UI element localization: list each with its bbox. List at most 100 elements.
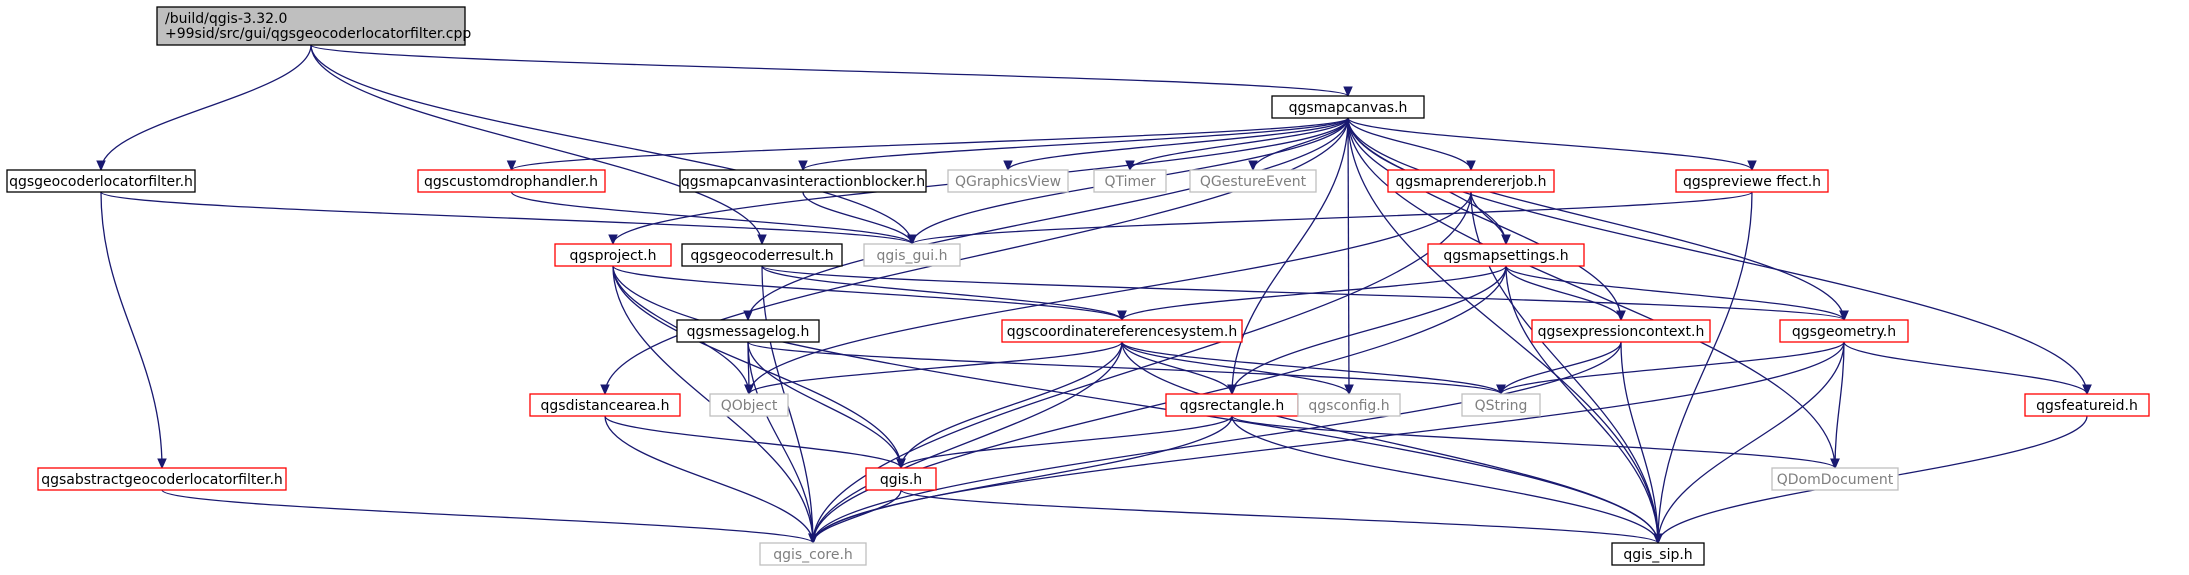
- edge-previeweffect-to-qgis_gui: [907, 191, 1753, 246]
- edge-line: [1347, 117, 1350, 395]
- node-qgsrectangle[interactable]: qgsrectangle.h: [1165, 393, 1299, 417]
- node-label: QTimer: [1104, 174, 1155, 190]
- node-label: qgis_core.h: [773, 547, 853, 563]
- edge-line: [1347, 117, 1845, 321]
- edge-root-to-geocoderresult: [310, 44, 767, 246]
- edge-mapcanvas-to-qgraphicsview: [1003, 117, 1349, 172]
- edge-arrowhead: [744, 384, 754, 396]
- node-qgestureevent[interactable]: QGestureEvent: [1189, 169, 1317, 193]
- node-qobject[interactable]: QObject: [709, 393, 789, 417]
- edge-mapcanvas-to-qgsconfig: [1344, 117, 1354, 396]
- node-label: qgsmessagelog.h: [687, 324, 810, 340]
- node-qgsexpressioncontext[interactable]: qgsexpressioncontext.h: [1531, 319, 1711, 343]
- edge-line: [1347, 117, 1659, 544]
- edge-line: [310, 44, 763, 245]
- node-qdomdocument[interactable]: QDomDocument: [1771, 467, 1899, 491]
- edge-crs-to-qgsconfig: [1121, 341, 1354, 396]
- edge-line: [900, 341, 1123, 469]
- node-qgis-h[interactable]: qgis.h: [865, 467, 937, 491]
- edge-abstractgeo-to-qgis_core: [161, 489, 818, 545]
- edge-line: [510, 117, 1349, 171]
- node-qgsmapcanvas[interactable]: qgsmapcanvas.h: [1271, 95, 1425, 119]
- edge-arrowhead: [1466, 160, 1476, 172]
- edge-arrowhead: [896, 458, 906, 470]
- edge-line: [510, 191, 913, 245]
- node-qgis-core[interactable]: qgis_core.h: [759, 542, 867, 566]
- node-qgsmessagelog[interactable]: qgsmessagelog.h: [676, 319, 820, 343]
- node-qgsgeometry[interactable]: qgsgeometry.h: [1779, 319, 1909, 343]
- edge-arrowhead: [1653, 533, 1663, 545]
- node-root-file[interactable]: /build/qgis-3.32.0 +99sid/src/gui/qgsgeo…: [156, 6, 471, 46]
- graph-nodes: /build/qgis-3.32.0 +99sid/src/gui/qgsgeo…: [6, 6, 2150, 566]
- dependency-edges: [96, 44, 2092, 545]
- edge-maprendererjob-to-mapsettings: [1470, 191, 1511, 246]
- edge-line: [1231, 415, 1659, 544]
- edge-line: [310, 44, 913, 245]
- node-label: QDomDocument: [1777, 472, 1894, 488]
- edge-mapsettings-to-qgis_core: [808, 265, 1507, 545]
- edge-line: [1007, 117, 1349, 171]
- edge-line: [1129, 117, 1349, 171]
- node-label-line: +99sid/src/gui/qgsgeocoderlocatorfilter.…: [165, 26, 471, 42]
- node-qgscustomdrophandler[interactable]: qgscustomdrophandler.h: [417, 169, 606, 193]
- edge-line: [1657, 191, 1753, 544]
- edge-line: [1620, 341, 1659, 544]
- edge-arrowhead: [96, 160, 106, 172]
- edge-line: [161, 489, 814, 544]
- edge-arrowhead: [506, 160, 517, 172]
- edge-line: [761, 265, 1123, 321]
- edge-line: [802, 191, 913, 245]
- node-qgsfeatureid[interactable]: qgsfeatureid.h: [2024, 393, 2150, 417]
- edge-line: [911, 191, 1753, 245]
- edge-line: [748, 191, 1472, 395]
- node-qgis-sip[interactable]: qgis_sip.h: [1611, 542, 1705, 566]
- node-qgscoordinatereferencesystem[interactable]: qgscoordinatereferencesystem.h: [1001, 319, 1243, 343]
- edge-line: [1121, 341, 1233, 395]
- node-label: qgsabstractgeocoderlocatorfilter.h: [41, 472, 283, 488]
- node-qgsabstractgeocoderlocatorfilter[interactable]: qgsabstractgeocoderlocatorfilter.h: [37, 467, 287, 491]
- node-qgraphicsview[interactable]: QGraphicsView: [947, 169, 1069, 193]
- edge-arrowhead: [808, 533, 818, 545]
- edge-arrowhead: [1616, 310, 1626, 322]
- edge-line: [747, 341, 1502, 395]
- edge-line: [1231, 117, 1349, 395]
- edge-line: [900, 415, 1233, 469]
- node-label: qgsgeometry.h: [1792, 324, 1896, 340]
- edge-line: [604, 415, 814, 544]
- edge-mapsettings-to-geometry: [1505, 265, 1849, 322]
- edge-rectangle-to-qdomdocument: [1231, 415, 1840, 470]
- node-qgsmaprendererjob[interactable]: qgsmaprendererjob.h: [1387, 169, 1555, 193]
- node-qgsgeocoderlocatorfilter-h[interactable]: qgsgeocoderlocatorfilter.h: [6, 169, 196, 193]
- edge-arrowhead: [1227, 384, 1237, 396]
- edge-line: [1834, 341, 1845, 469]
- node-qgsgeocoderresult[interactable]: qgsgeocoderresult.h: [681, 243, 843, 267]
- edge-crs-to-qgis_core: [808, 341, 1123, 545]
- edge-line: [812, 265, 1507, 544]
- edge-arrowhead: [2082, 384, 2092, 396]
- edge-line: [812, 341, 1622, 544]
- node-qtimer[interactable]: QTimer: [1093, 169, 1167, 193]
- node-qgsconfig[interactable]: qgsconfig.h: [1297, 393, 1401, 417]
- edge-arrowhead: [1343, 86, 1353, 98]
- node-label: qgsmaprendererjob.h: [1395, 174, 1546, 190]
- node-label: QString: [1475, 398, 1528, 414]
- node-label: qgsdistancearea.h: [541, 398, 670, 414]
- node-qgsmapsettings[interactable]: qgsmapsettings.h: [1427, 243, 1585, 267]
- edge-geometry-to-qstring: [1496, 341, 1845, 396]
- node-qgsdistancearea[interactable]: qgsdistancearea.h: [529, 393, 681, 417]
- edge-line: [100, 44, 312, 171]
- node-qgis-gui[interactable]: qgis_gui.h: [863, 243, 961, 267]
- edge-qgis_h-to-qgis_core: [808, 489, 902, 545]
- edge-project-to-qgis_h: [612, 265, 906, 470]
- node-qstring[interactable]: QString: [1461, 393, 1541, 417]
- node-qgsproject[interactable]: qgsproject.h: [554, 243, 672, 267]
- node-label: qgsmapcanvas.h: [1289, 100, 1408, 116]
- edge-line: [1347, 117, 1753, 171]
- edge-line: [100, 191, 913, 245]
- edge-line: [1347, 117, 1836, 469]
- node-qgsmapcanvasinteractionblocker[interactable]: qgsmapcanvasinteractionblocker.h: [679, 169, 927, 193]
- edge-line: [812, 341, 1123, 544]
- node-label: qgsexpressioncontext.h: [1538, 324, 1705, 340]
- node-qgspreviewe-ffect[interactable]: qgspreviewe ffect.h: [1675, 169, 1829, 193]
